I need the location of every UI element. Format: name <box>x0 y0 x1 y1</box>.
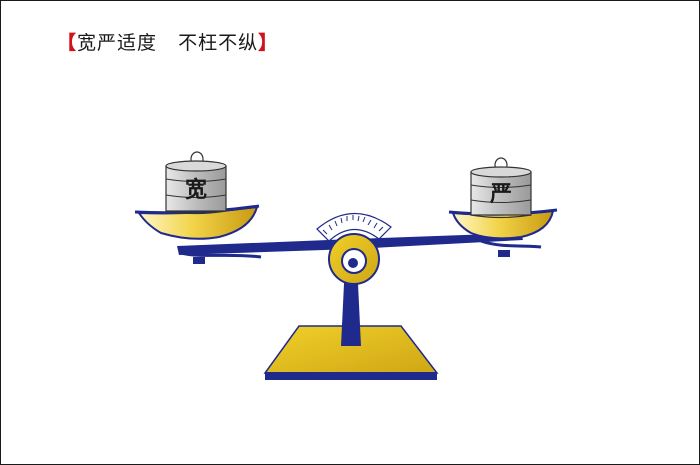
right-weight: 严 <box>470 157 532 219</box>
title-text-1: 宽严适度 <box>77 32 158 54</box>
scale-pivot-ring <box>328 233 380 285</box>
title-text-2: 不枉不纵 <box>178 32 259 54</box>
left-pan <box>134 204 260 240</box>
title-close-bracket: 】 <box>258 32 279 54</box>
title-open-bracket: 【 <box>57 32 78 54</box>
page-title: 【宽严适度 不枉不纵】 <box>57 31 278 55</box>
scale-dial <box>316 212 392 242</box>
left-weight: 宽 <box>165 151 227 215</box>
scale-base <box>263 325 439 380</box>
left-weight-label: 宽 <box>185 177 207 203</box>
right-weight-label: 严 <box>490 181 512 207</box>
